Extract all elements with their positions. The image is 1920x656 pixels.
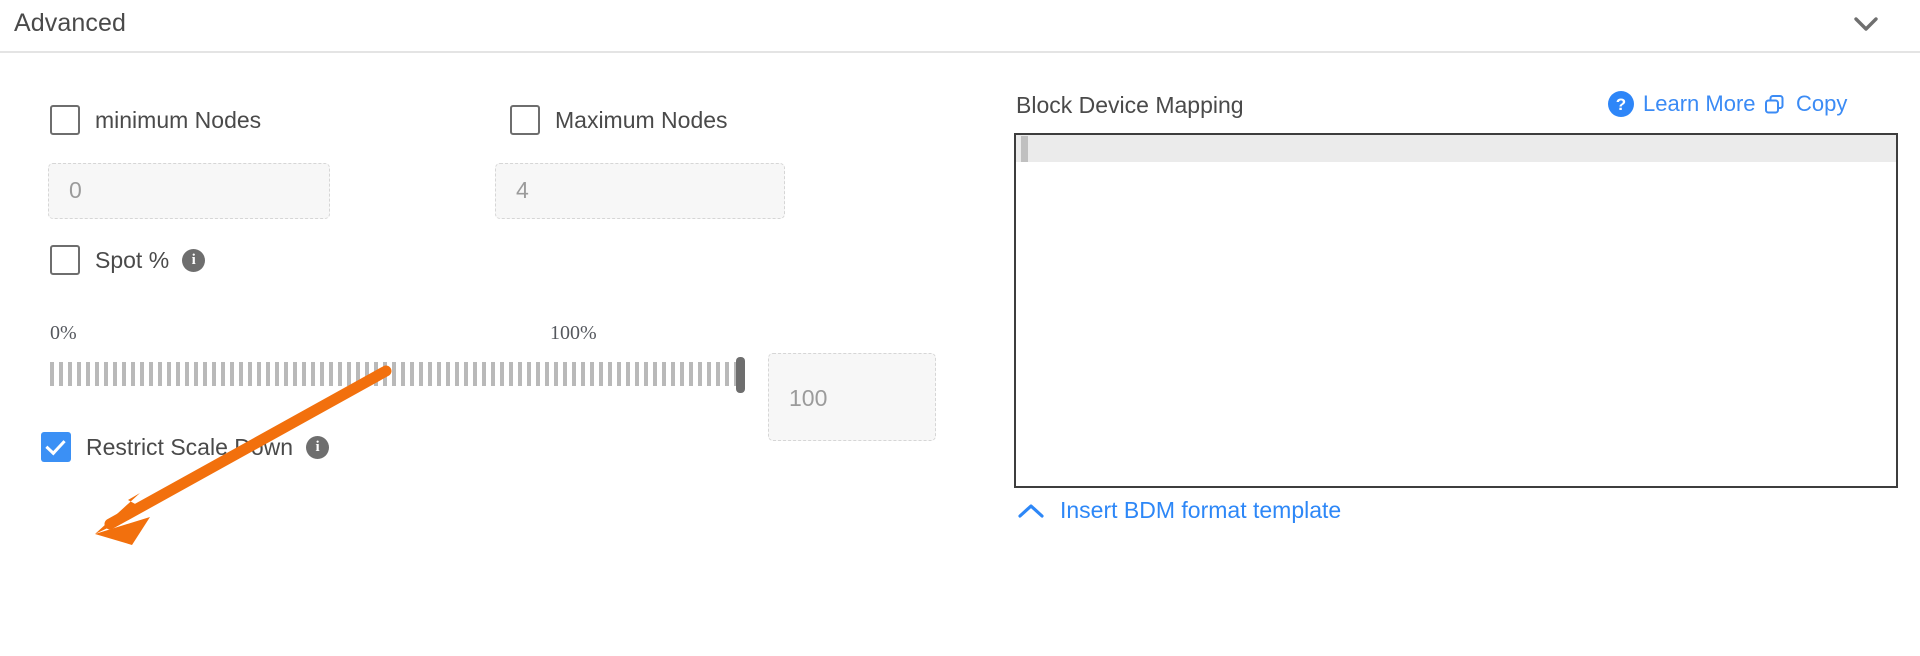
restrict-scale-down-checkbox-row[interactable]: Restrict Scale Down i — [41, 432, 330, 462]
editor-active-line-highlight — [1016, 135, 1896, 162]
block-device-mapping-editor[interactable] — [1014, 133, 1898, 488]
learn-more-label: Learn More — [1643, 91, 1756, 116]
max-nodes-checkbox-row[interactable]: Maximum Nodes — [510, 105, 728, 135]
min-nodes-label: minimum Nodes — [95, 106, 262, 133]
slider-min-label: 0% — [50, 322, 77, 344]
learn-more-link[interactable]: ? Learn More — [1608, 91, 1756, 117]
question-mark-circle-icon: ? — [1608, 91, 1634, 117]
min-nodes-checkbox[interactable] — [50, 105, 80, 135]
slider-thumb[interactable] — [736, 357, 745, 393]
restrict-scale-down-info-icon[interactable]: i — [306, 435, 330, 459]
insert-bdm-template-link[interactable]: Insert BDM format template — [1016, 497, 1341, 524]
spot-percent-info-icon[interactable]: i — [182, 248, 206, 272]
copy-label: Copy — [1796, 91, 1848, 116]
max-nodes-label: Maximum Nodes — [555, 106, 728, 133]
spot-percent-checkbox[interactable] — [50, 245, 80, 275]
chevron-up-icon — [1016, 500, 1046, 522]
min-nodes-input[interactable]: 0 — [48, 163, 330, 219]
page-title: Advanced — [14, 9, 126, 37]
spot-percent-slider[interactable] — [50, 357, 746, 393]
chevron-down-glyph — [1854, 17, 1878, 31]
max-nodes-checkbox[interactable] — [510, 105, 540, 135]
slider-max-label: 100% — [550, 322, 597, 344]
slider-tick-marks — [50, 362, 740, 386]
copy-link[interactable]: Copy — [1762, 91, 1847, 117]
advanced-left-column: minimum Nodes 0 Maximum Nodes 4 Spot % i… — [0, 53, 1000, 656]
block-device-mapping-title: Block Device Mapping — [1016, 92, 1244, 118]
spot-percent-label: Spot % — [95, 246, 170, 273]
min-nodes-checkbox-row[interactable]: minimum Nodes — [50, 105, 261, 135]
spot-percent-value-input[interactable]: 100 — [768, 353, 936, 441]
insert-bdm-template-label: Insert BDM format template — [1060, 497, 1342, 523]
restrict-scale-down-label: Restrict Scale Down — [86, 433, 294, 460]
max-nodes-input[interactable]: 4 — [495, 163, 785, 219]
spot-percent-checkbox-row[interactable]: Spot % i — [50, 245, 206, 275]
copy-icon — [1762, 92, 1787, 117]
block-device-mapping-panel: Block Device Mapping ? Learn More Copy I… — [1000, 53, 1920, 656]
advanced-section-header: Advanced — [0, 0, 1920, 53]
chevron-down-icon[interactable] — [1846, 8, 1886, 40]
restrict-scale-down-checkbox[interactable] — [41, 432, 71, 462]
editor-cursor — [1021, 136, 1028, 162]
